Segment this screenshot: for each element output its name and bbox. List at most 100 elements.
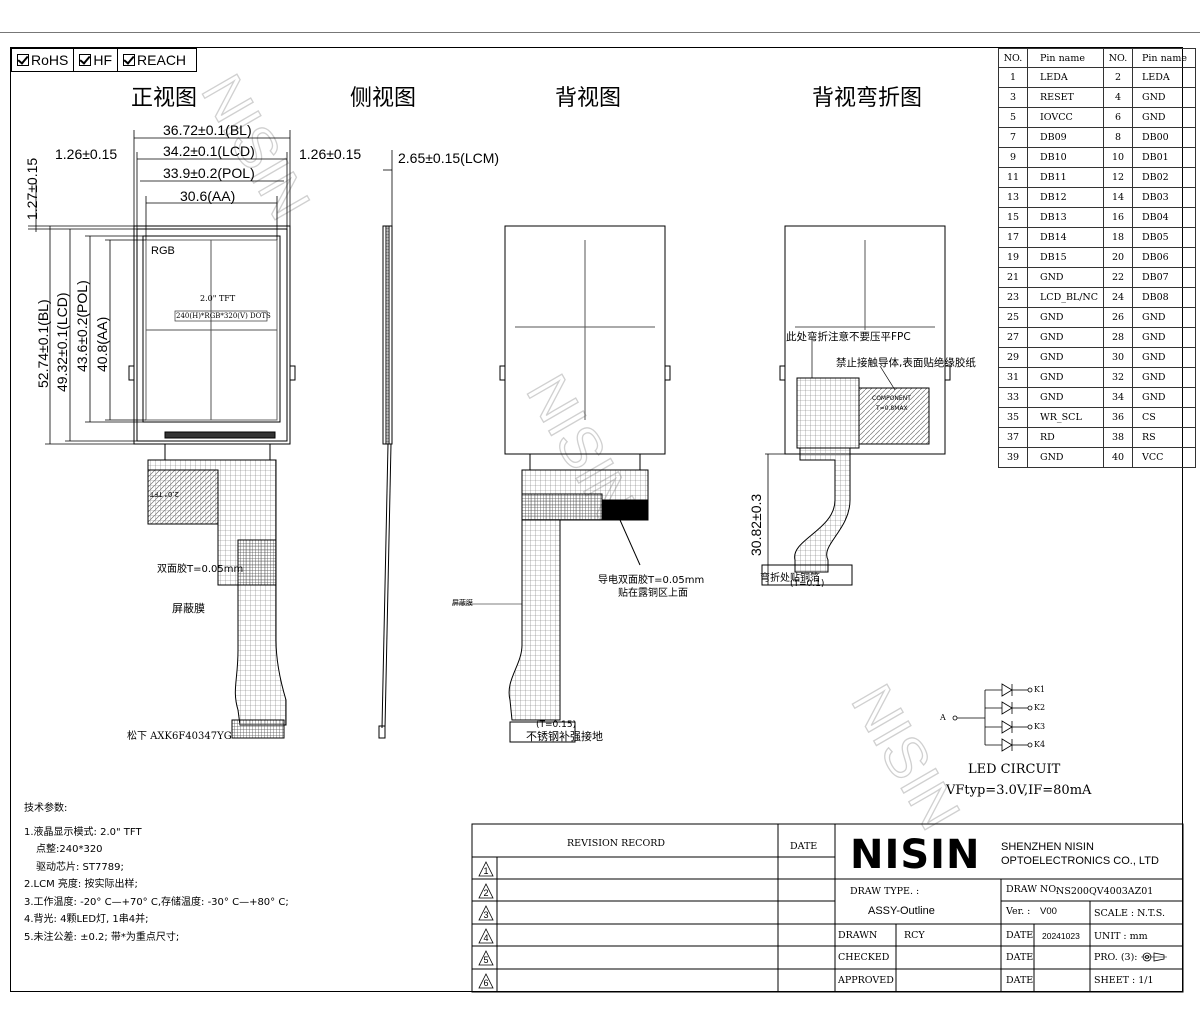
front-view [128,225,296,739]
front-view-title: 正视图 [131,86,198,111]
watermark-layer: NISIN NISIN NISIN [188,63,973,841]
pin-number: 33 [998,387,1028,408]
tech-title: 技术参数: [24,803,68,814]
drawn-by-value: RCY [904,930,925,941]
pin-number: 28 [1103,327,1133,348]
back-view-title: 背视图 [555,86,622,111]
sheet-label: SHEET : 1/1 [1094,975,1154,986]
pin-name: LEDA [1132,67,1196,88]
approved-date-label: DATE [1006,975,1034,986]
dim-margin-right: 1.26±0.15 [299,146,362,162]
stainless-note: 不锈钢补强接地 [526,730,603,743]
revision-triangle-icon: 6 [478,973,494,989]
pin-number: 17 [998,227,1028,248]
revision-record-label: REVISION RECORD [567,838,665,849]
pin-number: 21 [998,267,1028,288]
led-k1-label: K1 [1034,685,1046,694]
pin-number: 1 [998,67,1028,88]
rohs-badge: RoHS [11,48,75,72]
pin-number: 11 [998,167,1028,188]
pin-number: 22 [1103,267,1133,288]
projection-label: PRO. (3): [1094,952,1138,963]
stainless-thickness-note: (T=0.15) [536,720,577,730]
pin-number: 3 [998,87,1028,108]
tech-params: 技术参数: 1.液晶显示模式: 2.0" TFT 点整:240*320 驱动芯片… [24,800,289,946]
tech-line: 4.背光: 4颗LED灯, 1串4并; [24,914,149,925]
badge-label: RoHS [31,52,69,68]
dim-lcd-width: 34.2±0.1(LCD) [163,143,255,159]
fpc-marking: 2.0" TFT [150,490,180,498]
pin-name: DB07 [1132,267,1196,288]
checked-label: CHECKED [838,952,890,963]
pin-name: GND [1132,347,1196,368]
pin-number: 36 [1103,407,1133,428]
pin-name: DB05 [1132,227,1196,248]
pin-number: 31 [998,367,1028,388]
pin-name: DB04 [1132,207,1196,228]
pin-name: DB15 [1027,247,1104,268]
shield-film-note: 屏蔽膜 [172,602,205,615]
dim-top-margin: 1.27±0.15 [24,157,40,220]
svg-text:NISIN: NISIN [839,674,973,840]
pin-name: GND [1132,87,1196,108]
pin-name: DB11 [1027,167,1104,188]
pin-name: IOVCC [1027,107,1104,128]
tech-line: 驱动芯片: ST7789; [36,861,124,873]
pin-number: 6 [1103,107,1133,128]
back-view [452,225,671,743]
pin-number: 34 [1103,387,1133,408]
pin-name: CS [1132,407,1196,428]
pin-number: 8 [1103,127,1133,148]
pin-number: 29 [998,347,1028,368]
back-bent-view [761,225,951,586]
led-circuit [952,683,1033,752]
pin-number: 13 [998,187,1028,208]
revision-triangle-icon: 5 [478,950,494,966]
pin-number: 9 [998,147,1028,168]
pin-table-header: NO. Pin name NO. Pin name [998,48,1196,68]
drawn-label: DRAWN [838,930,878,941]
pin-number: 37 [998,427,1028,448]
connector-note: 松下 AXK6F40347YG [127,731,232,742]
revision-number: 4 [483,933,489,943]
pin-name: WR_SCL [1027,407,1104,428]
revision-triangle-icon: 1 [478,861,494,877]
top-rule [0,32,1200,33]
pin-number: 18 [1103,227,1133,248]
pin-number: 40 [1103,447,1133,468]
component-note: COMPONENT [872,395,911,402]
draw-type-value: ASSY-Outline [868,905,935,917]
company-name-line2: OPTOELECTRONICS CO., LTD [1001,855,1159,867]
hf-badge: HF [74,48,119,72]
pin-number: 4 [1103,87,1133,108]
revision-triangle-icon: 2 [478,883,494,899]
shield-film-back-note: 屏蔽膜 [452,599,473,607]
pin-name: DB13 [1027,207,1104,228]
dim-pol-height: 43.6±0.2(POL) [74,280,90,372]
version-value: V00 [1040,906,1057,917]
pin-name: RS [1132,427,1196,448]
pin-name: DB10 [1027,147,1104,168]
pin-number: 16 [1103,207,1133,228]
drawn-date-label: DATE [1006,930,1034,941]
side-view [378,150,393,739]
pin-number: 39 [998,447,1028,468]
pin-number: 10 [1103,147,1133,168]
pin-number: 24 [1103,287,1133,308]
no-touch-note: 禁止接触导体,表面贴绝缘胶纸 [836,357,976,369]
pin-name: GND [1132,107,1196,128]
dim-bl-height: 52.74±0.1(BL) [35,299,51,388]
pin-name: DB08 [1132,287,1196,308]
dim-pol-width: 33.9±0.2(POL) [163,165,255,181]
tech-line: 3.工作温度: -20° C—+70° C,存储温度: -30° C—+80° … [24,896,289,908]
checkbox-icon [79,54,92,66]
